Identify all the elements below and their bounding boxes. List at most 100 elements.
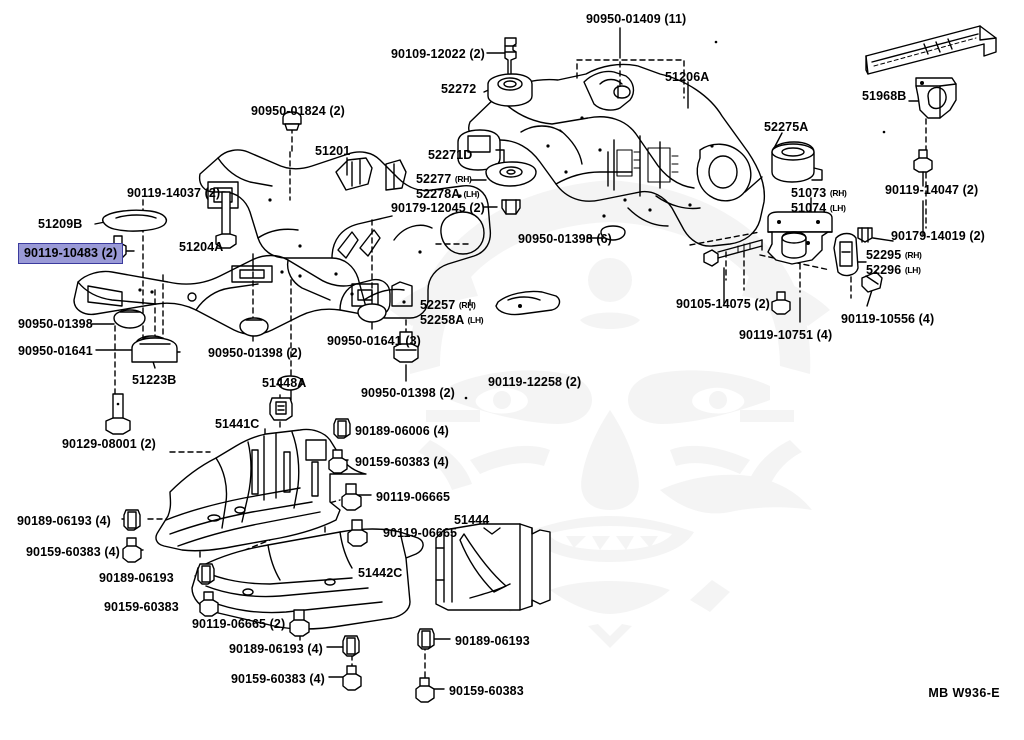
part-quantity: (2)	[465, 201, 485, 215]
callout-51441C[interactable]: 51441C	[215, 417, 259, 432]
callout-52277-52278A[interactable]: 52277 (RH)52278A (LH)	[416, 172, 480, 201]
callout-51223B[interactable]: 51223B	[132, 373, 176, 388]
part-quantity: (4)	[100, 545, 120, 559]
callout-90950-01398-6[interactable]: 90950-01398 (6)	[518, 232, 612, 247]
part-number: 51204A	[179, 240, 224, 254]
part-quantity: (4)	[915, 312, 935, 326]
callout-90129-08001[interactable]: 90129-08001 (2)	[62, 437, 156, 452]
callout-90189-06193-4a[interactable]: 90189-06193 (4)	[17, 514, 111, 529]
callout-90950-01398-b[interactable]: 90950-01398 (2)	[361, 386, 455, 401]
callout-51444[interactable]: 51444	[454, 513, 489, 528]
callout-90179-14019[interactable]: 90179-14019 (2)	[891, 229, 985, 244]
part-quantity: (2)	[959, 183, 979, 197]
figure-code: MB W936-E	[928, 686, 1000, 700]
callout-51206A[interactable]: 51206A	[665, 70, 709, 85]
part-number: 51206A	[665, 70, 710, 84]
part-side-suffix: (LH)	[463, 188, 480, 199]
part-number: 90950-01409	[586, 12, 661, 26]
part-quantity: (2)	[136, 437, 156, 451]
callout-52295-52296[interactable]: 52295 (RH)52296 (LH)	[866, 248, 922, 277]
callout-90159-60383-4c[interactable]: 90159-60383 (4)	[231, 672, 325, 687]
callout-90119-10751[interactable]: 90119-10751 (4)	[739, 328, 832, 343]
callout-90950-01409[interactable]: 90950-01409 (11)	[586, 12, 686, 27]
part-number: 51441C	[215, 417, 260, 431]
part-quantity: (2)	[465, 47, 485, 61]
part-quantity: (2)	[750, 297, 770, 311]
callout-90159-60383-a[interactable]: 90159-60383	[104, 600, 179, 615]
part-quantity: (2)	[562, 375, 582, 389]
part-number: 90159-60383	[231, 672, 306, 686]
part-number: 52258A	[420, 312, 464, 327]
callout-51201[interactable]: 51201	[315, 144, 350, 159]
part-number: 51209B	[38, 217, 83, 231]
part-number: 90950-01824	[251, 104, 326, 118]
part-number: 90950-01398	[518, 232, 593, 246]
callout-90119-12258[interactable]: 90119-12258 (2)	[488, 375, 581, 390]
callout-90119-10556[interactable]: 90119-10556 (4)	[841, 312, 934, 327]
callout-90189-06193-4b[interactable]: 90189-06193 (4)	[229, 642, 323, 657]
callout-90189-06006[interactable]: 90189-06006 (4)	[355, 424, 449, 439]
part-number: 90159-60383	[449, 684, 524, 698]
part-side-suffix: (LH)	[467, 314, 484, 325]
part-number: 51201	[315, 144, 351, 158]
callout-51209B[interactable]: 51209B	[38, 217, 82, 232]
part-number: 52271D	[428, 148, 473, 162]
callout-90159-60383-4b[interactable]: 90159-60383 (4)	[26, 545, 120, 560]
part-number: 90119-06665	[376, 490, 451, 504]
part-number: 90129-08001	[62, 437, 137, 451]
part-number: 51968B	[862, 89, 907, 103]
part-number-row: 52257 (RH)	[420, 298, 483, 313]
callout-52257-52258A[interactable]: 52257 (RH)52258A (LH)	[420, 298, 484, 327]
part-number: 90189-06193	[455, 634, 530, 648]
part-side-suffix: (RH)	[454, 174, 472, 184]
part-quantity: (2)	[435, 386, 455, 400]
part-number-row: 51074 (LH)	[791, 201, 847, 216]
part-number: 51223B	[132, 373, 177, 387]
callout-90950-01824[interactable]: 90950-01824 (2)	[251, 104, 345, 119]
callout-90119-06665-a[interactable]: 90119-06665	[376, 490, 450, 505]
callout-51073-51074[interactable]: 51073 (RH)51074 (LH)	[791, 186, 847, 215]
part-quantity: (4)	[813, 328, 833, 342]
callout-90119-10483-selected[interactable]: 90119-10483 (2)	[18, 243, 124, 264]
callout-90950-01641-3[interactable]: 90950-01641 (3)	[327, 334, 421, 349]
callout-90950-01398-a[interactable]: 90950-01398	[18, 317, 93, 332]
callout-90109-12022[interactable]: 90109-12022 (2)	[391, 47, 485, 62]
callout-90159-60383-b[interactable]: 90159-60383	[449, 684, 524, 699]
part-number: 90189-06193	[17, 514, 92, 528]
callout-90159-60383-4a[interactable]: 90159-60383 (4)	[355, 455, 449, 470]
callout-90950-01398-2[interactable]: 90950-01398 (2)	[208, 346, 302, 361]
callout-51448A[interactable]: 51448A	[262, 376, 306, 391]
callout-90119-06665-2[interactable]: 90119-06665 (2)	[192, 617, 285, 632]
callout-90189-06193-b[interactable]: 90189-06193	[455, 634, 530, 649]
part-number: 90119-14047	[885, 183, 960, 197]
callout-90950-01641-2[interactable]: 90950-01641	[18, 344, 93, 359]
callout-51204A[interactable]: 51204A	[179, 240, 223, 255]
part-number: 51448A	[262, 376, 307, 390]
callout-90119-14047[interactable]: 90119-14047 (2)	[885, 183, 978, 198]
part-number: 51444	[454, 513, 490, 527]
part-quantity: (2)	[98, 246, 118, 260]
part-quantity: (2)	[282, 346, 302, 360]
callout-52271D[interactable]: 52271D	[428, 148, 472, 163]
callout-51968B[interactable]: 51968B	[862, 89, 906, 104]
part-number: 90159-60383	[104, 600, 179, 614]
part-quantity: (6)	[592, 232, 612, 246]
part-number: 52272	[441, 82, 477, 96]
callout-90189-06193-a[interactable]: 90189-06193	[99, 571, 174, 586]
callout-90119-06665-b[interactable]: 90119-06665	[383, 526, 457, 541]
part-number: 90950-01398	[208, 346, 283, 360]
callout-90105-14075[interactable]: 90105-14075 (2)	[676, 297, 770, 312]
callout-52272[interactable]: 52272	[441, 82, 476, 97]
part-number: 90189-06006	[355, 424, 430, 438]
part-number: 90159-60383	[355, 455, 430, 469]
part-side-suffix: (RH)	[829, 188, 847, 198]
callout-90119-14037[interactable]: 90119-14037 (2)	[127, 186, 220, 201]
part-number: 90119-10483	[24, 246, 99, 260]
callout-52275A[interactable]: 52275A	[764, 120, 808, 135]
part-number: 90950-01398	[18, 317, 93, 331]
callout-90179-12045[interactable]: 90179-12045 (2)	[391, 201, 485, 216]
part-number: 90159-60383	[26, 545, 101, 559]
callout-51442C[interactable]: 51442C	[358, 566, 402, 581]
